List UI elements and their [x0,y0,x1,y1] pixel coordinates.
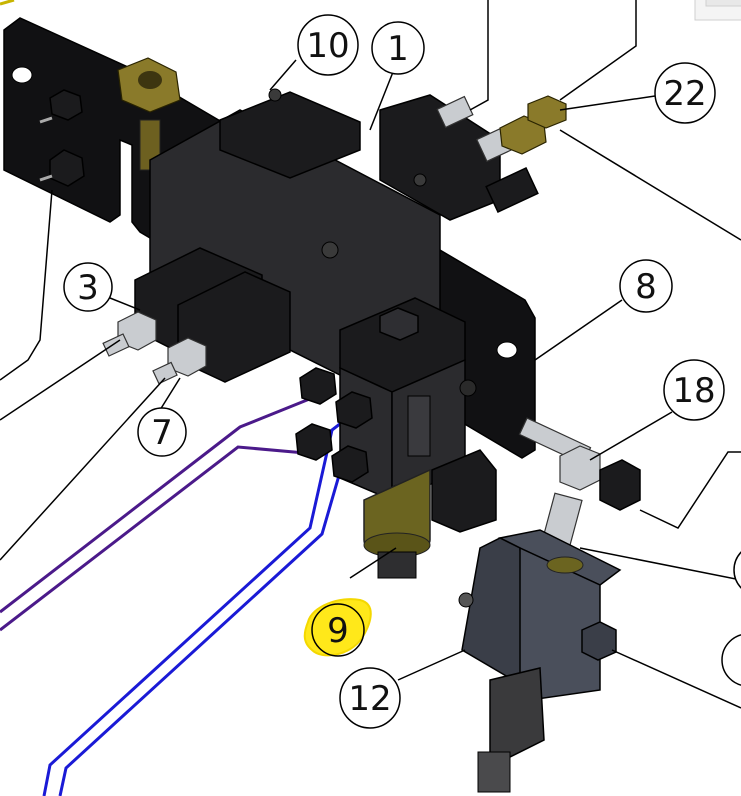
leader-lines [0,0,741,709]
right-pipe [518,417,641,550]
front-block-fittings [295,367,373,483]
callout-9-label: 9 [327,611,349,651]
callout-9: 9 [311,603,365,657]
callout-7-label: 7 [151,413,173,453]
callout-10-label: 10 [306,26,349,66]
callout-10: 10 [297,14,359,76]
callout-1-label: 1 [387,29,409,69]
callout-18-label: 18 [672,371,715,411]
callout-3: 3 [63,262,113,312]
callout-12-label: 12 [348,679,391,719]
callout-3-label: 3 [77,268,99,308]
highlight-mark [303,598,372,657]
bracket-nuts [39,89,85,187]
left-fittings [102,311,207,385]
brass-top-fitting [117,57,181,171]
callout-8: 8 [619,259,673,313]
right-top-fittings [436,95,567,213]
window-corner [694,0,741,21]
purple-tubing [0,396,313,632]
callout-8-label: 8 [635,267,657,307]
callout-22: 22 [654,62,716,124]
callout-1: 1 [371,21,425,75]
callout-partial-right [721,551,741,686]
callout-18: 18 [663,359,725,421]
callout-7: 7 [137,407,187,457]
relief-valve-block [458,529,622,793]
blue-tubing [42,418,349,796]
callout-22-label: 22 [663,74,706,114]
callout-12: 12 [339,667,401,729]
solenoid-coil-9 [363,449,497,579]
yellow-line-fragment [0,0,15,6]
